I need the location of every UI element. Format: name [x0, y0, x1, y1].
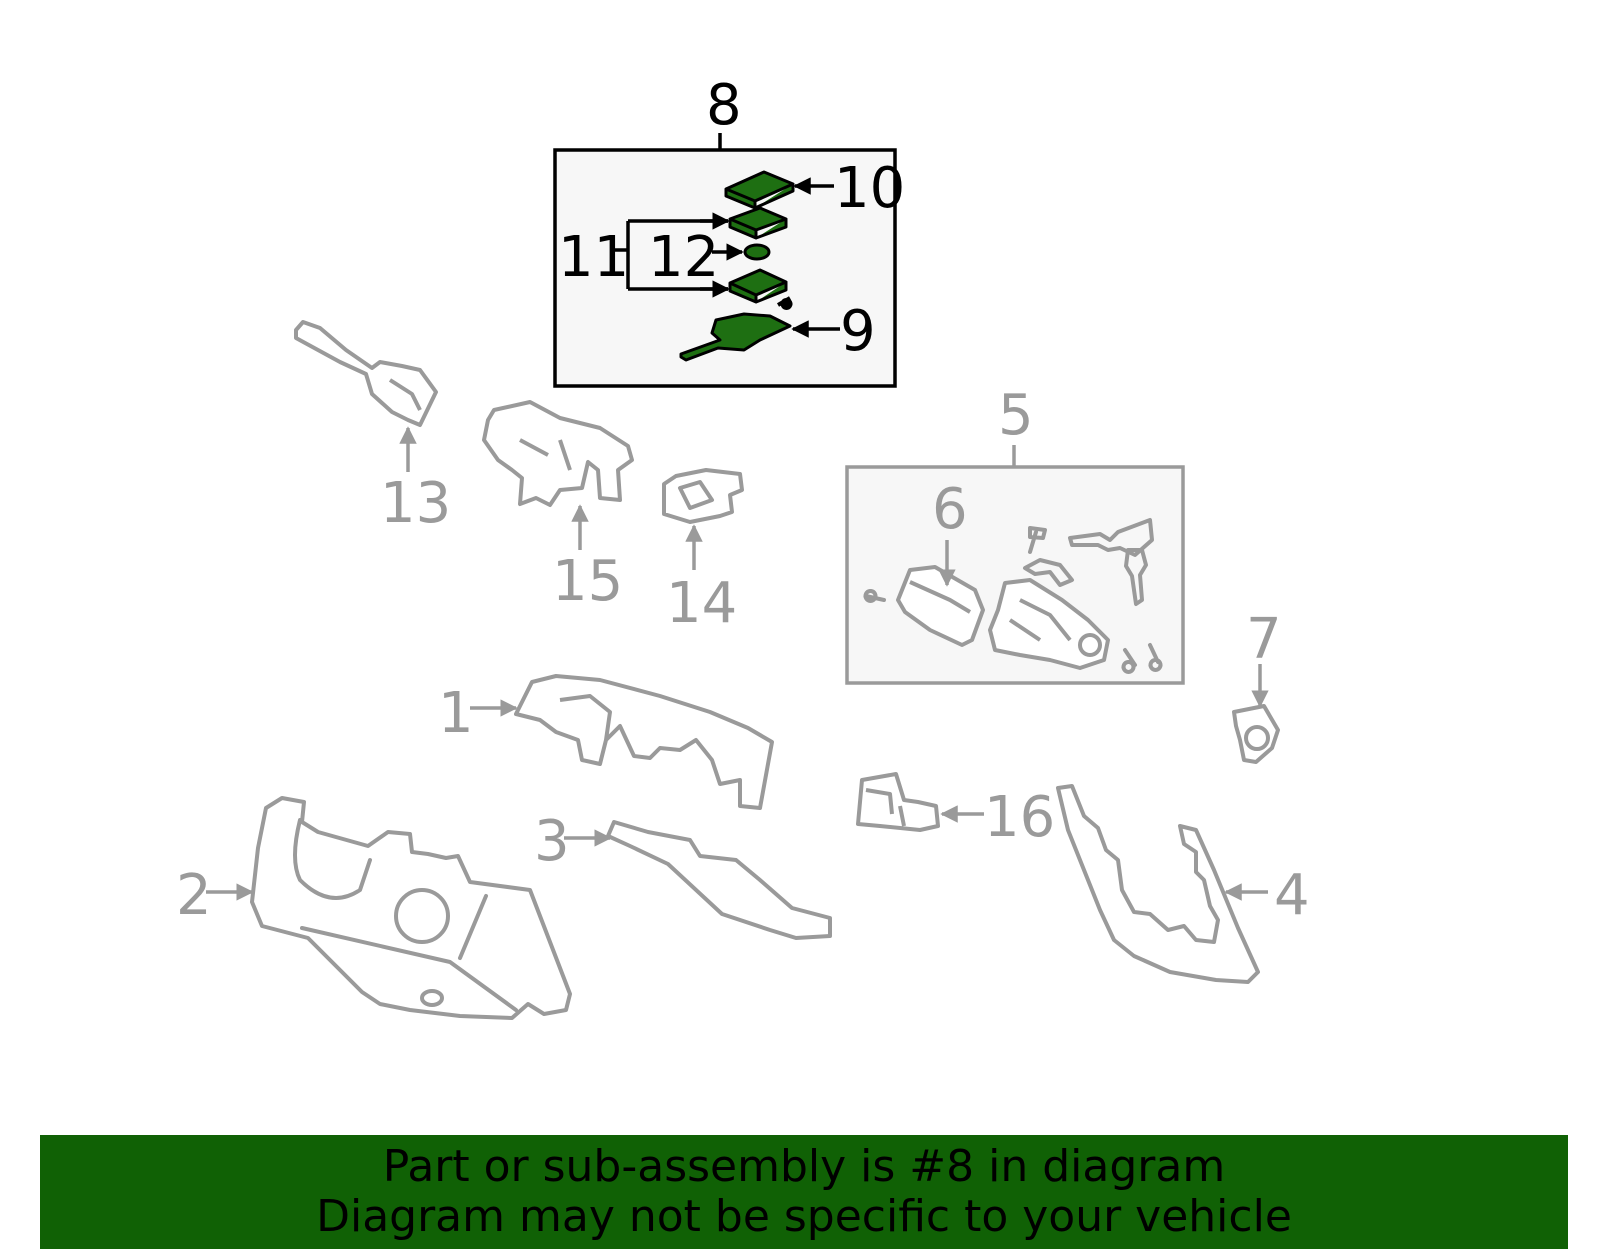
callout-2[interactable]: 2: [176, 863, 212, 928]
bolt-icon: [1121, 648, 1137, 674]
battery-part-12[interactable]: [743, 243, 771, 261]
ignition-assembly-5-group[interactable]: 5 6: [845, 383, 1185, 685]
switch-part-14[interactable]: [662, 468, 744, 524]
banner-line-2: Diagram may not be specific to your vehi…: [316, 1191, 1292, 1242]
screw-icon: [776, 296, 793, 310]
lower-cover-part-2[interactable]: [250, 796, 572, 1020]
callout-12[interactable]: 12: [648, 225, 719, 290]
key-body-part-9[interactable]: [679, 312, 792, 362]
upper-cover-part-1-group[interactable]: 1: [438, 674, 774, 810]
screw-icon: [863, 589, 886, 603]
switch-part-14-group[interactable]: 14: [662, 468, 744, 636]
switch-lever-part-13-group[interactable]: 13: [294, 320, 451, 536]
info-banner: Part or sub-assembly is #8 in diagram Di…: [40, 1135, 1568, 1249]
callout-16[interactable]: 16: [984, 785, 1055, 850]
callout-10[interactable]: 10: [834, 156, 905, 221]
lower-cover-part-2-group[interactable]: 2: [176, 796, 572, 1020]
callout-9[interactable]: 9: [840, 299, 876, 364]
bezel-part-4[interactable]: [1056, 784, 1260, 984]
trim-panel-part-3-group[interactable]: 3: [534, 809, 832, 940]
callout-8[interactable]: 8: [706, 73, 742, 138]
key-icon: [1068, 518, 1154, 557]
callout-7[interactable]: 7: [1246, 607, 1282, 672]
callout-11[interactable]: 11: [558, 225, 629, 290]
connector-part-16-group[interactable]: 16: [856, 772, 1055, 850]
key-icon: [1124, 548, 1148, 606]
bolt-icon: [1148, 643, 1163, 672]
connector-part-16[interactable]: [856, 772, 940, 832]
callout-4[interactable]: 4: [1274, 863, 1310, 928]
callout-6[interactable]: 6: [932, 477, 968, 542]
bolt-icon: [1028, 526, 1047, 554]
trim-panel-part-3[interactable]: [606, 820, 832, 940]
bezel-part-4-group[interactable]: 4: [1056, 784, 1310, 984]
sensor-part-7-group[interactable]: 7: [1232, 607, 1282, 764]
callout-14[interactable]: 14: [666, 571, 737, 636]
upper-cover-part-1[interactable]: [514, 674, 774, 810]
callout-5[interactable]: 5: [998, 383, 1034, 448]
switch-lever-part-13[interactable]: [294, 320, 438, 427]
sensor-part-7[interactable]: [1232, 704, 1280, 764]
bracket-part-15-group[interactable]: 15: [482, 400, 634, 614]
callout-15[interactable]: 15: [552, 549, 623, 614]
callout-3[interactable]: 3: [534, 809, 570, 874]
bracket-part-15[interactable]: [482, 400, 634, 507]
key-plate-upper[interactable]: [728, 206, 788, 240]
key-plate-lower[interactable]: [728, 268, 788, 304]
callout-1[interactable]: 1: [438, 681, 474, 746]
info-banner-background: [40, 1135, 1568, 1249]
banner-line-1: Part or sub-assembly is #8 in diagram: [382, 1141, 1226, 1192]
key-cover-part-10[interactable]: [724, 170, 795, 210]
subassembly-8-group[interactable]: 8 10 11 12 9: [553, 73, 905, 388]
callout-13[interactable]: 13: [380, 471, 451, 536]
